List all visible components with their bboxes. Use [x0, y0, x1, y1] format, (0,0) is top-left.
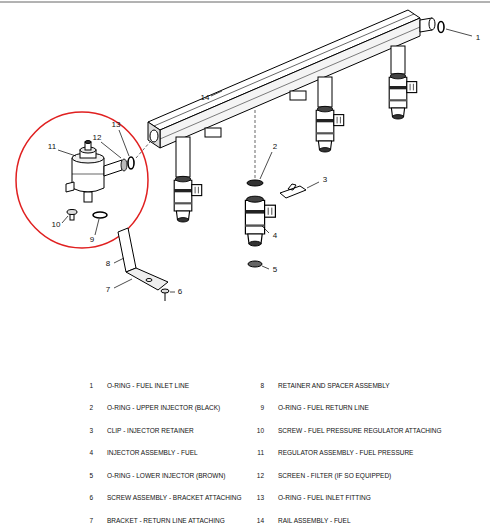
o-ring: [438, 22, 444, 33]
callout-number: 8: [106, 260, 110, 268]
top-rule: [0, 2, 490, 3]
injector: [174, 176, 202, 222]
parts-list-number: 3: [89, 428, 93, 435]
parts-list-text: O-RING - FUEL INLET FITTING: [278, 495, 371, 502]
filter-screen: [121, 159, 127, 171]
parts-list-text: REGULATOR ASSEMBLY - FUEL PRESSURE: [278, 450, 413, 457]
attaching-screw: [67, 210, 77, 221]
parts-list-number: 9: [260, 405, 264, 412]
parts-list-text: O-RING - LOWER INJECTOR (BROWN): [107, 473, 225, 480]
parts-list-number: 10: [257, 428, 264, 435]
leader-lines: [58, 29, 472, 292]
o-ring: [93, 212, 107, 218]
parts-list-number: 12: [257, 473, 264, 480]
injector: [245, 196, 275, 246]
callout-number: 4: [273, 232, 277, 240]
parts-list-text: O-RING - FUEL INLET LINE: [107, 383, 189, 390]
o-ring: [247, 180, 263, 186]
parts-list-text: O-RING - FUEL RETURN LINE: [278, 405, 369, 412]
fuel-rail: [148, 10, 435, 177]
callout-number: 7: [106, 286, 110, 294]
bracket: [118, 228, 168, 290]
callout-number: 5: [273, 266, 277, 274]
parts-list-text: SCREW - FUEL PRESSURE REGULATOR ATTACHIN…: [278, 428, 442, 435]
parts-list-number: 2: [89, 405, 93, 412]
pressure-regulator: [66, 141, 122, 203]
parts-list-text: SCREW ASSEMBLY - BRACKET ATTACHING: [107, 495, 241, 502]
callout-number: 9: [90, 236, 94, 244]
bracket-screw: [161, 289, 169, 301]
parts-list-number: 1: [89, 383, 93, 390]
callout-number: 1: [476, 34, 480, 42]
assembly-line: [255, 110, 256, 178]
callout-number: 2: [273, 143, 277, 151]
callout-number: 11: [48, 143, 56, 151]
injector: [389, 73, 417, 119]
parts-list-text: RETAINER AND SPACER ASSEMBLY: [278, 383, 390, 390]
callout-number: 13: [112, 121, 121, 129]
parts-list-number: 4: [89, 450, 93, 457]
parts-list-number: 14: [257, 518, 264, 525]
parts-list-number: 8: [260, 383, 264, 390]
callout-number: 14: [201, 94, 210, 102]
parts-list-number: 11: [257, 450, 264, 457]
parts-list-number: 13: [257, 495, 264, 502]
callout-number: 3: [323, 176, 327, 184]
injector-clip: [280, 184, 306, 198]
callout-number: 12: [93, 134, 102, 142]
parts-list-text: CLIP - INJECTOR RETAINER: [107, 428, 194, 435]
parts-list-number: 5: [89, 473, 93, 480]
o-ring: [248, 261, 262, 267]
parts-list-text: O-RING - UPPER INJECTOR (BLACK): [107, 405, 220, 412]
callout-number: 6: [178, 288, 182, 296]
parts-list-text: SCREEN - FILTER (IF SO EQUIPPED): [278, 473, 391, 480]
parts-list-text: INJECTOR ASSEMBLY - FUEL: [107, 450, 198, 457]
parts-list-number: 6: [89, 495, 93, 502]
o-ring: [128, 157, 134, 169]
parts-list-text: RAIL ASSEMBLY - FUEL: [278, 518, 351, 525]
parts-list-number: 7: [89, 518, 93, 525]
parts-list-text: BRACKET - RETURN LINE ATTACHING: [107, 518, 225, 525]
callout-number: 10: [52, 221, 61, 229]
injector: [316, 106, 344, 152]
